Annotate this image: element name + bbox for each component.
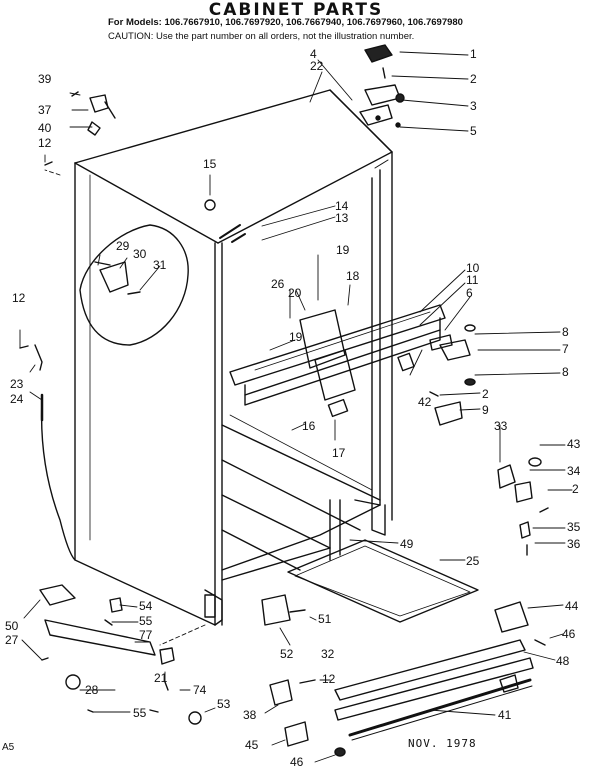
callout-label-28: 28 bbox=[85, 683, 99, 697]
lower-center-parts bbox=[269, 679, 346, 757]
callout-label-11: 11 bbox=[466, 273, 479, 287]
callout-label-27: 27 bbox=[5, 633, 19, 647]
callout-label-52: 52 bbox=[280, 647, 294, 661]
thermostat-inset bbox=[79, 224, 189, 346]
callout-label-20: 20 bbox=[288, 286, 302, 300]
callout-label-18: 18 bbox=[346, 269, 360, 283]
callout-label-40: 40 bbox=[38, 121, 52, 135]
leader-lines bbox=[19, 51, 573, 763]
callout-label-29: 29 bbox=[116, 239, 130, 253]
callout-label-25: 25 bbox=[466, 554, 480, 568]
callout-label-42: 42 bbox=[418, 395, 432, 409]
callout-label-10: 10 bbox=[466, 261, 480, 275]
callout-label-16: 16 bbox=[302, 419, 316, 433]
callout-label-7: 7 bbox=[562, 342, 569, 356]
left-top-parts bbox=[44, 91, 216, 211]
callout-label-48: 48 bbox=[556, 654, 570, 668]
callout-label-41: 41 bbox=[498, 708, 512, 722]
base-rails bbox=[334, 639, 534, 741]
callout-label-30: 30 bbox=[133, 247, 147, 261]
power-cord bbox=[19, 344, 76, 561]
lower-left-parts bbox=[39, 584, 202, 725]
callout-label-12: 12 bbox=[38, 136, 52, 150]
callout-label-77: 77 bbox=[139, 628, 153, 642]
lower-right-parts bbox=[261, 594, 546, 693]
crisper-tray bbox=[287, 539, 479, 623]
callout-label-12: 12 bbox=[322, 672, 336, 686]
callout-label-54: 54 bbox=[139, 599, 153, 613]
callout-label-13: 13 bbox=[335, 211, 349, 225]
callout-label-6: 6 bbox=[466, 286, 473, 300]
callout-label-24: 24 bbox=[10, 392, 24, 406]
callout-label-33: 33 bbox=[494, 419, 508, 433]
callout-label-12: 12 bbox=[12, 291, 26, 305]
callout-label-38: 38 bbox=[243, 708, 257, 722]
callout-label-2: 2 bbox=[482, 387, 489, 401]
callout-label-50: 50 bbox=[5, 619, 19, 633]
cabinet-body bbox=[74, 89, 393, 626]
callout-label-9: 9 bbox=[482, 403, 489, 417]
callout-label-15: 15 bbox=[203, 157, 217, 171]
callout-label-49: 49 bbox=[400, 537, 414, 551]
callout-label-26: 26 bbox=[271, 277, 285, 291]
model-numbers: For Models: 106.7667910, 106.7697920, 10… bbox=[108, 17, 463, 28]
callout-label-22: 22 bbox=[310, 59, 324, 73]
callout-label-21: 21 bbox=[154, 671, 168, 685]
callout-label-17: 17 bbox=[332, 446, 346, 460]
callout-label-37: 37 bbox=[38, 103, 52, 117]
callout-label-53: 53 bbox=[217, 697, 231, 711]
caution-note: CAUTION: Use the part number on all orde… bbox=[108, 31, 415, 42]
diagram-title: CABINET PARTS bbox=[208, 0, 384, 20]
right-side-parts bbox=[429, 324, 549, 556]
callout-label-43: 43 bbox=[567, 437, 581, 451]
callout-label-34: 34 bbox=[567, 464, 581, 478]
callout-label-55: 55 bbox=[133, 706, 147, 720]
callout-label-39: 39 bbox=[38, 72, 52, 86]
callout-label-2: 2 bbox=[572, 482, 579, 496]
callout-label-23: 23 bbox=[10, 377, 24, 391]
callout-label-2: 2 bbox=[470, 72, 477, 86]
callout-label-74: 74 bbox=[193, 683, 207, 697]
callout-label-14: 14 bbox=[335, 199, 349, 213]
mullion-assembly bbox=[229, 304, 446, 418]
callout-label-55: 55 bbox=[139, 614, 153, 628]
callout-label-5: 5 bbox=[470, 124, 477, 138]
callout-label-1: 1 bbox=[470, 47, 477, 61]
corner-text: A5 bbox=[2, 742, 15, 753]
callout-label-44: 44 bbox=[565, 599, 579, 613]
callout-label-51: 51 bbox=[318, 612, 332, 626]
callout-label-35: 35 bbox=[567, 520, 581, 534]
callout-label-8: 8 bbox=[562, 325, 569, 339]
callout-label-36: 36 bbox=[567, 537, 581, 551]
callout-label-32: 32 bbox=[321, 647, 335, 661]
callout-label-4: 4 bbox=[310, 47, 317, 61]
callout-label-45: 45 bbox=[245, 738, 259, 752]
callout-label-3: 3 bbox=[470, 99, 477, 113]
callout-label-19: 19 bbox=[336, 243, 350, 257]
date-stamp: NOV. 1978 bbox=[408, 737, 477, 750]
callout-label-8: 8 bbox=[562, 365, 569, 379]
callout-label-46: 46 bbox=[290, 755, 304, 769]
callout-label-31: 31 bbox=[153, 258, 167, 272]
header: CABINET PARTS For Models: 106.7667910, 1… bbox=[0, 0, 592, 48]
callout-label-46: 46 bbox=[562, 627, 576, 641]
top-hinge-parts bbox=[359, 44, 405, 128]
callout-label-19: 19 bbox=[289, 330, 303, 344]
